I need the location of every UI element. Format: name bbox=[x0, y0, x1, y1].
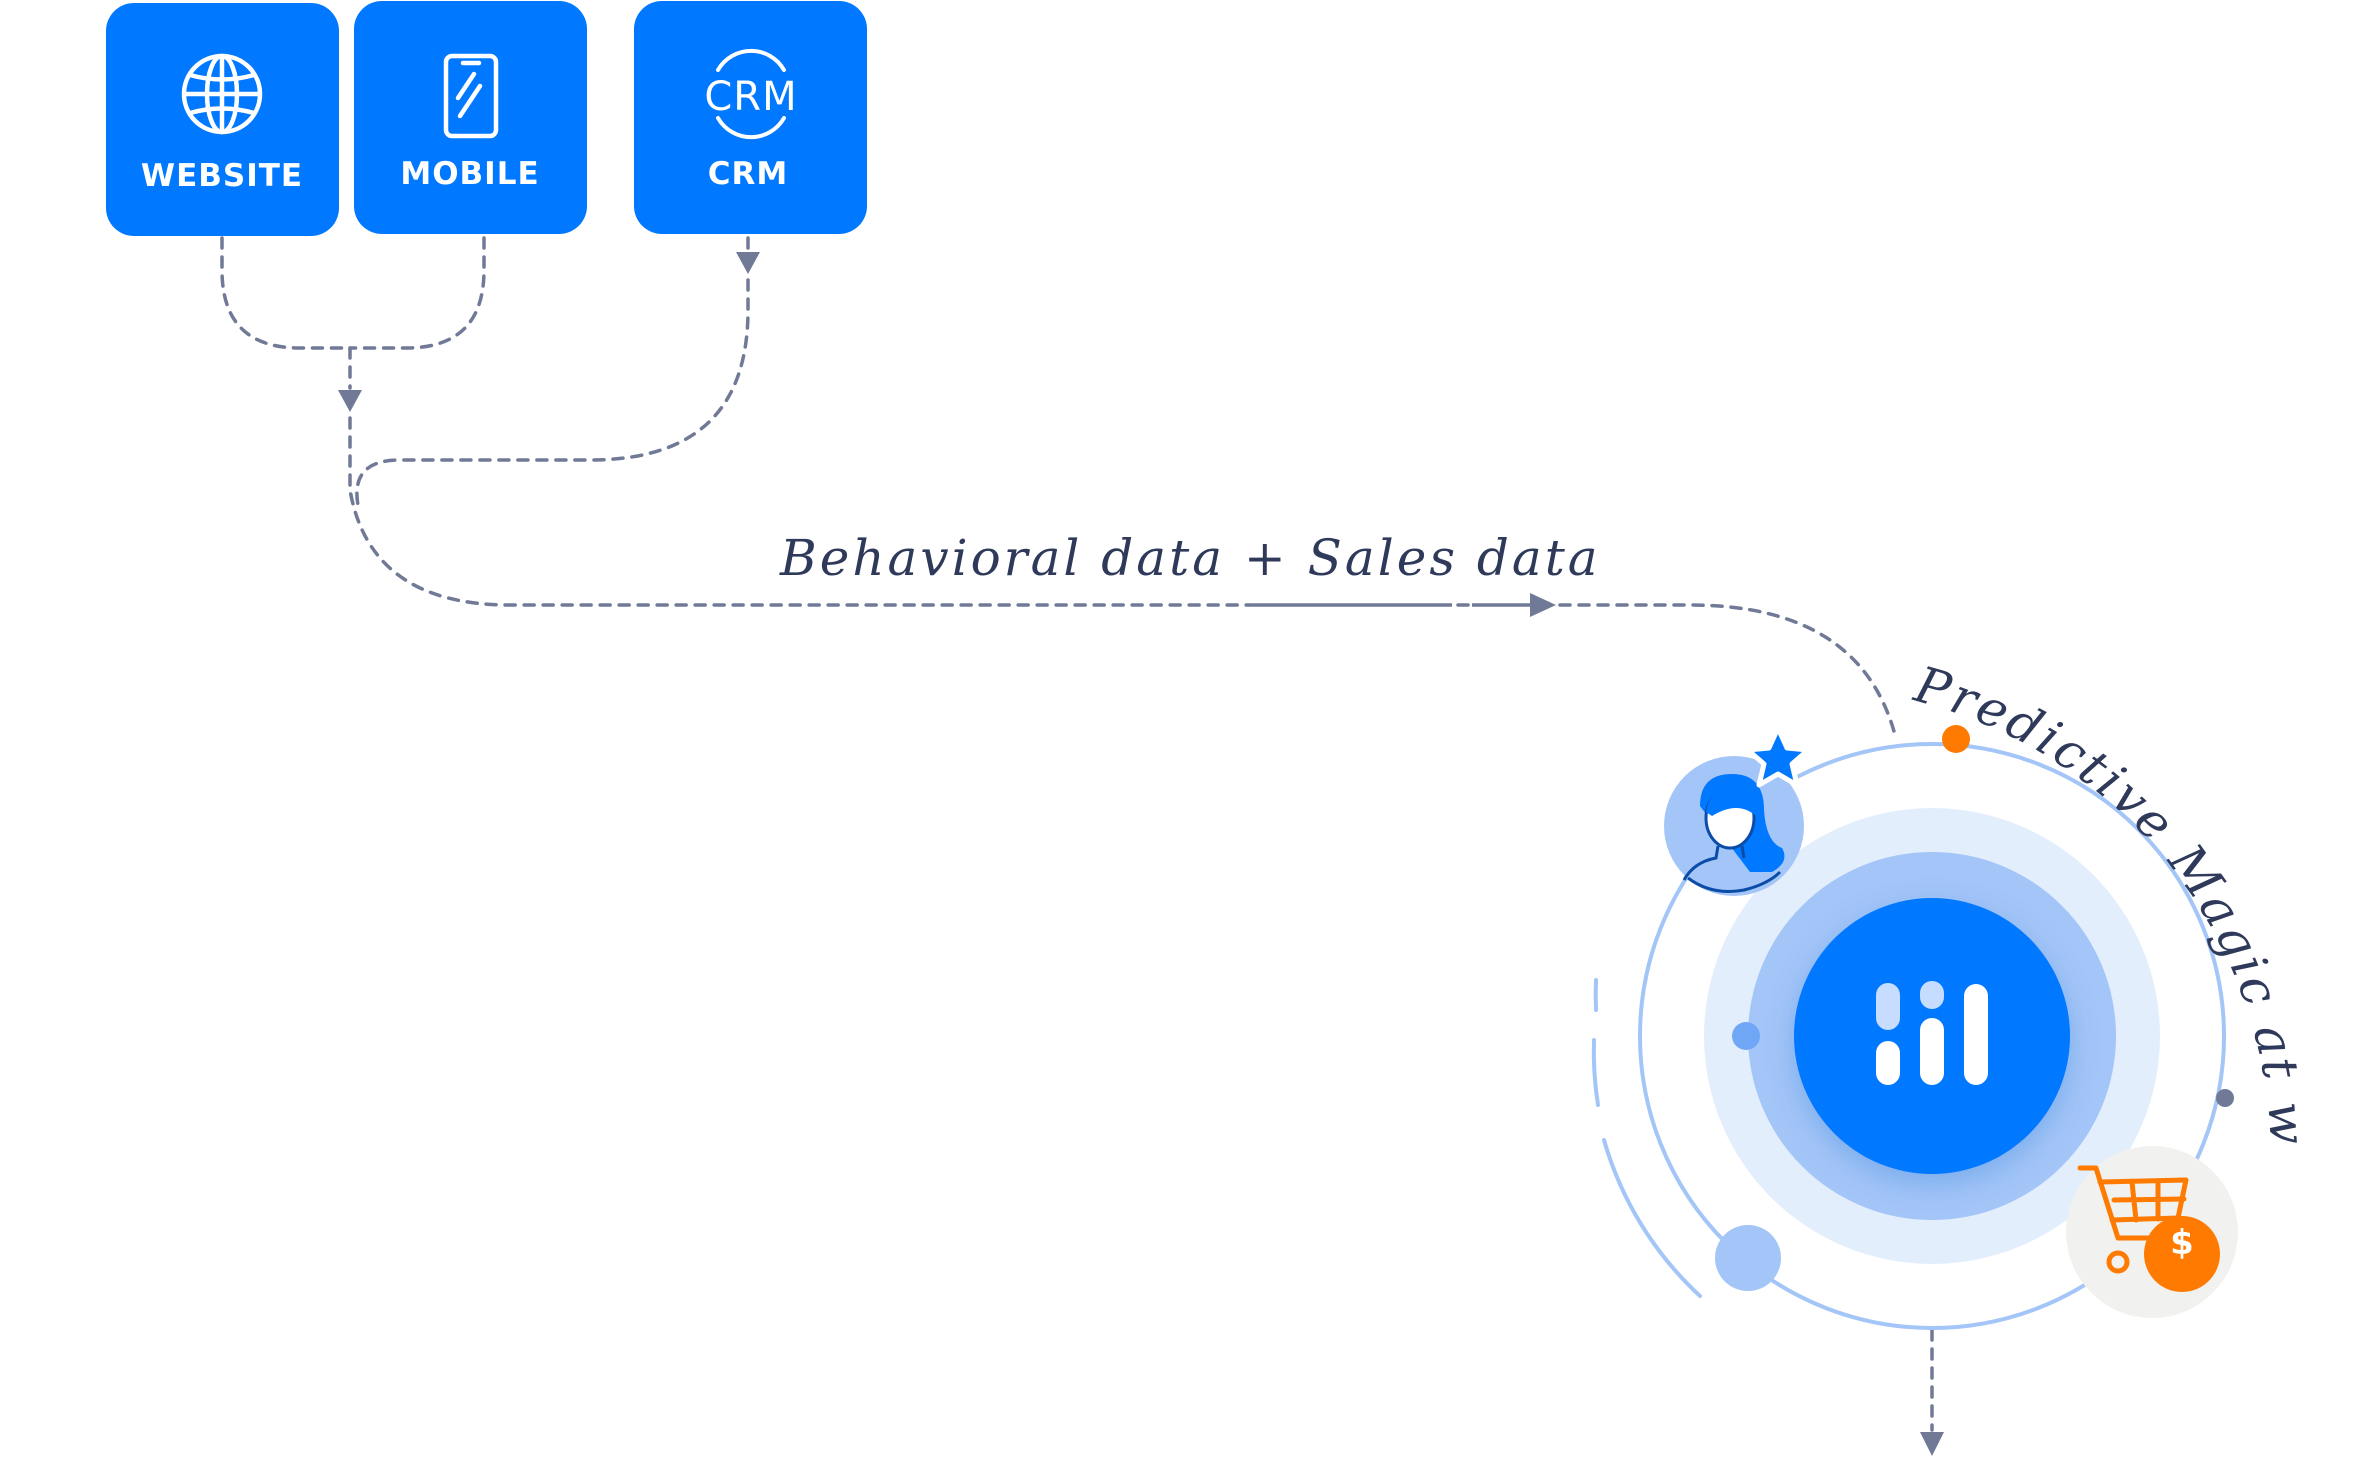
arrowhead-output bbox=[1920, 1432, 1944, 1456]
dollar-symbol: $ bbox=[2170, 1223, 2194, 1263]
connector-lines bbox=[220, 236, 1944, 1456]
source-crm-label: CRM bbox=[708, 156, 788, 192]
connector-mobile bbox=[348, 236, 486, 350]
crm-icon-text: CRM bbox=[704, 74, 797, 120]
connector-main-flow bbox=[348, 416, 1250, 607]
source-mobile-tile[interactable]: MOBILE bbox=[354, 1, 587, 234]
orbit-dot-orange bbox=[1942, 725, 1970, 753]
prediction-engine: $ bbox=[1591, 725, 2238, 1330]
globe-icon bbox=[181, 53, 263, 135]
arrowhead-main bbox=[1530, 593, 1556, 617]
purchase-badge: $ bbox=[2066, 1146, 2238, 1318]
source-website-tile[interactable]: WEBSITE bbox=[106, 3, 339, 236]
source-website-label: WEBSITE bbox=[141, 158, 303, 194]
connector-website bbox=[220, 236, 352, 350]
source-crm-tile[interactable]: CRM CRM bbox=[634, 1, 867, 234]
connector-crm bbox=[355, 278, 750, 507]
dollar-icon: $ bbox=[2144, 1216, 2220, 1292]
source-mobile-label: MOBILE bbox=[400, 156, 539, 192]
customer-avatar bbox=[1664, 725, 1811, 896]
smartphone-icon bbox=[443, 53, 499, 139]
engine-orbit-ring bbox=[1638, 742, 2226, 1330]
arrowhead-crm bbox=[736, 252, 760, 274]
orbit-dot-left bbox=[1732, 1022, 1760, 1050]
engine-outer-arc-3 bbox=[1602, 1138, 1702, 1298]
arrowhead-merge bbox=[338, 390, 362, 412]
star-icon bbox=[1745, 725, 1811, 788]
connector-to-engine bbox=[1558, 603, 1897, 737]
engine-outer-arc-2 bbox=[1591, 1038, 1600, 1107]
bars-logo-icon bbox=[1876, 981, 1988, 1085]
data-flow-annotation: Behavioral data + Sales data bbox=[779, 529, 1601, 587]
crm-icon: CRM bbox=[704, 48, 797, 140]
customer-avatar-icon bbox=[1682, 774, 1785, 893]
orbit-dot-right bbox=[2216, 1089, 2234, 1107]
orbit-dot-large bbox=[1715, 1225, 1781, 1291]
